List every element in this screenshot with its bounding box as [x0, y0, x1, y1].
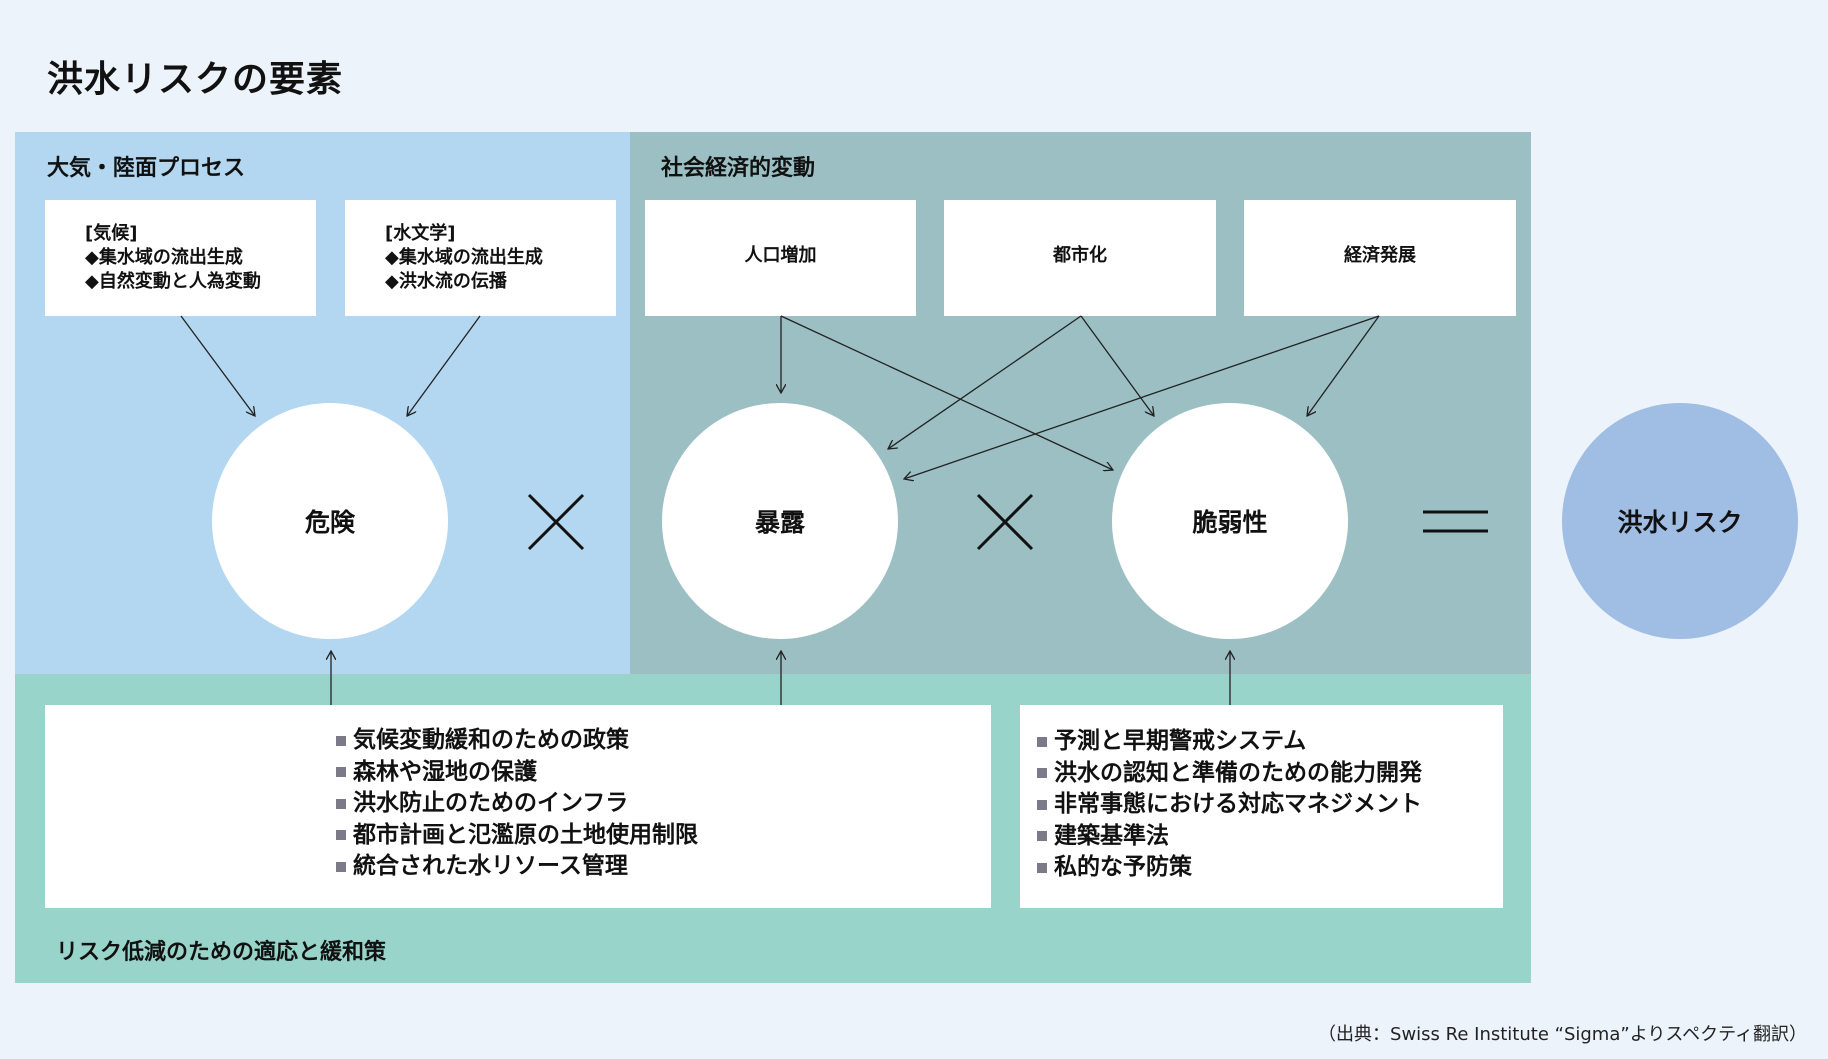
list-item: 統合された水リソース管理 [336, 851, 698, 883]
mitigation-box-right: 予測と早期警戒システム 洪水の認知と準備のための能力開発 非常事態における対応マ… [1020, 705, 1503, 908]
arrow [407, 315, 481, 416]
arrow [780, 315, 1113, 470]
climate-item: ◆集水域の流出生成 [85, 247, 243, 268]
socioeconomic-label: 社会経済的変動 [661, 156, 816, 181]
urbanization-label: 都市化 [1053, 245, 1107, 266]
economic-development-label: 経済発展 [1344, 245, 1416, 266]
mitigation-label: リスク低減のための適応と緩和策 [56, 940, 387, 965]
list-item: 予測と早期警戒システム [1037, 726, 1422, 758]
multiply-icon [527, 493, 585, 551]
flood-risk-circle: 洪水リスク [1562, 403, 1798, 639]
arrow [1080, 315, 1154, 416]
arrow [904, 315, 1380, 479]
bullet-icon [1037, 768, 1047, 779]
source-note: （出典：Swiss Re Institute “Sigma”よりスペクティ翻訳） [1318, 1024, 1807, 1045]
arrow [1307, 315, 1380, 416]
population-growth-box: 人口増加 [645, 200, 916, 316]
bullet-icon [1037, 736, 1047, 747]
hydrology-item: ◆洪水流の伝播 [385, 271, 507, 292]
list-item: 洪水の認知と準備のための能力開発 [1037, 758, 1422, 790]
bullet-icon [336, 861, 346, 872]
list-item: 都市計画と氾濫原の土地使用制限 [336, 820, 698, 852]
list-item: 森林や湿地の保護 [336, 757, 698, 789]
climate-box: [気候] ◆集水域の流出生成 ◆自然変動と人為変動 [45, 200, 316, 316]
bullet-icon [336, 830, 346, 841]
urbanization-box: 都市化 [944, 200, 1216, 316]
climate-heading: [気候] [85, 223, 138, 244]
page-title: 洪水リスクの要素 [47, 59, 344, 100]
population-growth-label: 人口増加 [744, 245, 817, 266]
bullet-icon [1037, 799, 1047, 810]
hazard-label: 危険 [304, 508, 355, 537]
multiply-icon [976, 493, 1034, 551]
vulnerability-circle: 脆弱性 [1112, 403, 1348, 639]
hazard-circle: 危険 [212, 403, 448, 639]
list-item: 建築基準法 [1037, 821, 1422, 853]
bullet-icon [336, 767, 346, 778]
bullet-icon [336, 798, 346, 809]
hydrology-item: ◆集水域の流出生成 [385, 247, 543, 268]
vulnerability-label: 脆弱性 [1192, 508, 1268, 537]
arrow [180, 315, 255, 416]
list-item: 気候変動緩和のための政策 [336, 725, 698, 757]
bullet-icon [1037, 831, 1047, 842]
climate-item: ◆自然変動と人為変動 [85, 271, 261, 292]
list-item: 洪水防止のためのインフラ [336, 788, 698, 820]
mitigation-box-left: 気候変動緩和のための政策 森林や湿地の保護 洪水防止のためのインフラ 都市計画と… [45, 705, 991, 908]
list-item: 私的な予防策 [1037, 852, 1422, 884]
hydrology-heading: [水文学] [385, 223, 456, 244]
exposure-label: 暴露 [754, 508, 805, 537]
flood-risk-label: 洪水リスク [1617, 508, 1743, 537]
list-item: 非常事態における対応マネジメント [1037, 789, 1422, 821]
economic-development-box: 経済発展 [1244, 200, 1516, 316]
hydrology-box: [水文学] ◆集水域の流出生成 ◆洪水流の伝播 [345, 200, 616, 316]
bullet-icon [336, 735, 346, 746]
exposure-circle: 暴露 [662, 403, 898, 639]
bullet-icon [1037, 862, 1047, 873]
atmosphere-label: 大気・陸面プロセス [47, 156, 246, 181]
arrow [888, 315, 1082, 449]
equals-icon [1423, 510, 1488, 533]
